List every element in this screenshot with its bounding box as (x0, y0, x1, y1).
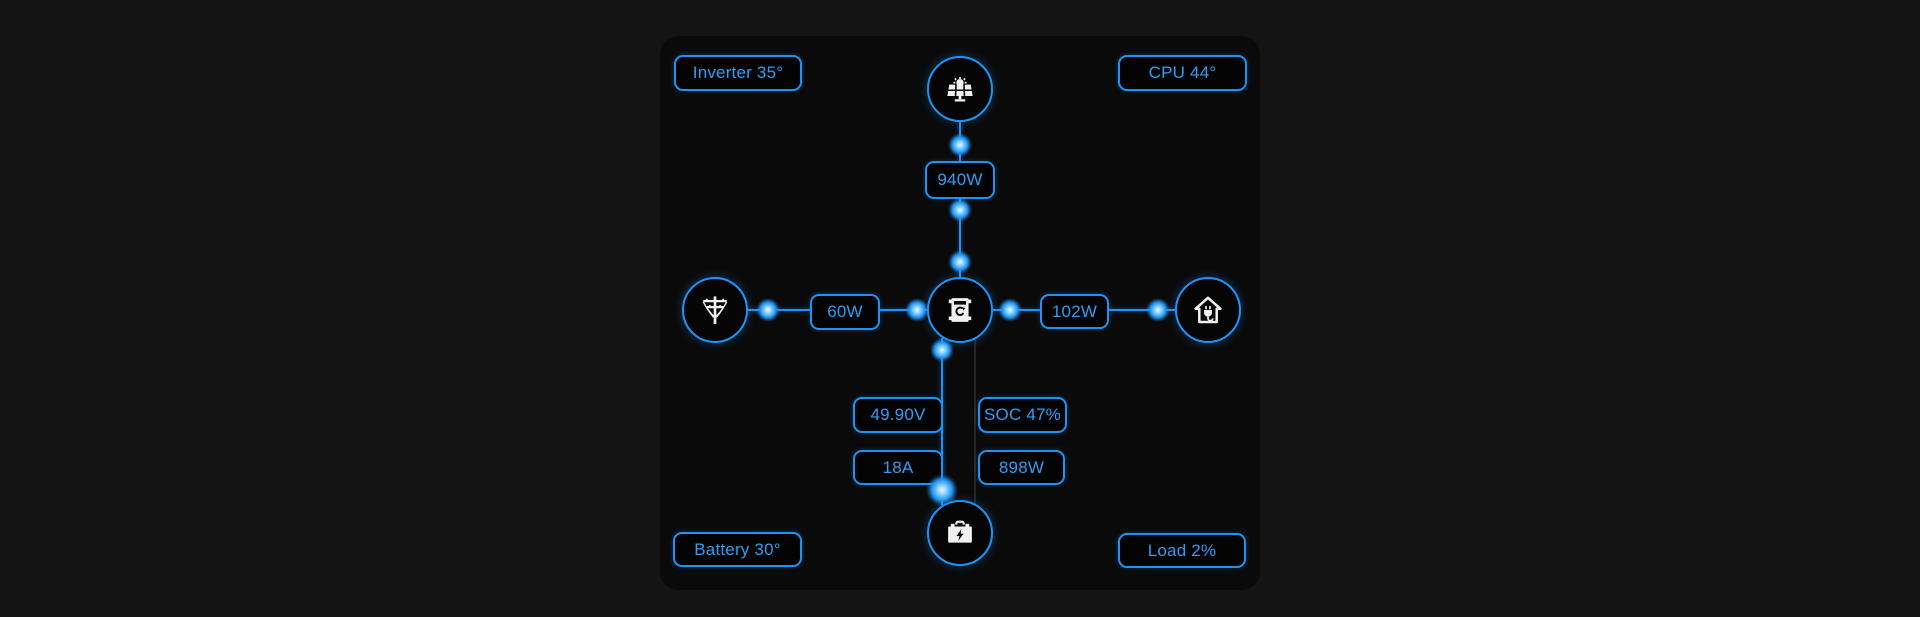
battery-node[interactable] (927, 500, 993, 566)
grid-node[interactable] (682, 277, 748, 343)
solar-panel-icon (941, 70, 979, 108)
battery-soc-box[interactable]: SOC 47% (978, 397, 1067, 433)
battery-current-box[interactable]: 18A (853, 450, 943, 485)
load-percentage-chip[interactable]: Load 2% (1118, 533, 1246, 568)
pv-to-inverter-line (958, 122, 962, 277)
inverter-node[interactable] (927, 277, 993, 343)
utility-pole-icon (696, 291, 734, 329)
home-node[interactable] (1175, 277, 1241, 343)
cpu-temp-chip[interactable]: CPU 44° (1118, 55, 1247, 91)
battery-temp-chip[interactable]: Battery 30° (673, 532, 802, 567)
battery-voltage-box[interactable]: 49.90V (853, 397, 943, 433)
home-plug-icon (1189, 291, 1227, 329)
load-power-box[interactable]: 102W (1040, 294, 1109, 329)
solar-node[interactable] (927, 56, 993, 122)
battery-power-box[interactable]: 898W (978, 450, 1065, 485)
battery-discharge-line (973, 339, 977, 504)
pv-power-box[interactable]: 940W (925, 161, 995, 199)
car-battery-icon (941, 514, 979, 552)
grid-power-box[interactable]: 60W (810, 294, 880, 330)
power-flow-card: Inverter 35° CPU 44° Battery 30° Load 2%… (660, 36, 1260, 590)
inverter-temp-chip[interactable]: Inverter 35° (674, 55, 802, 91)
inverter-icon (941, 291, 979, 329)
